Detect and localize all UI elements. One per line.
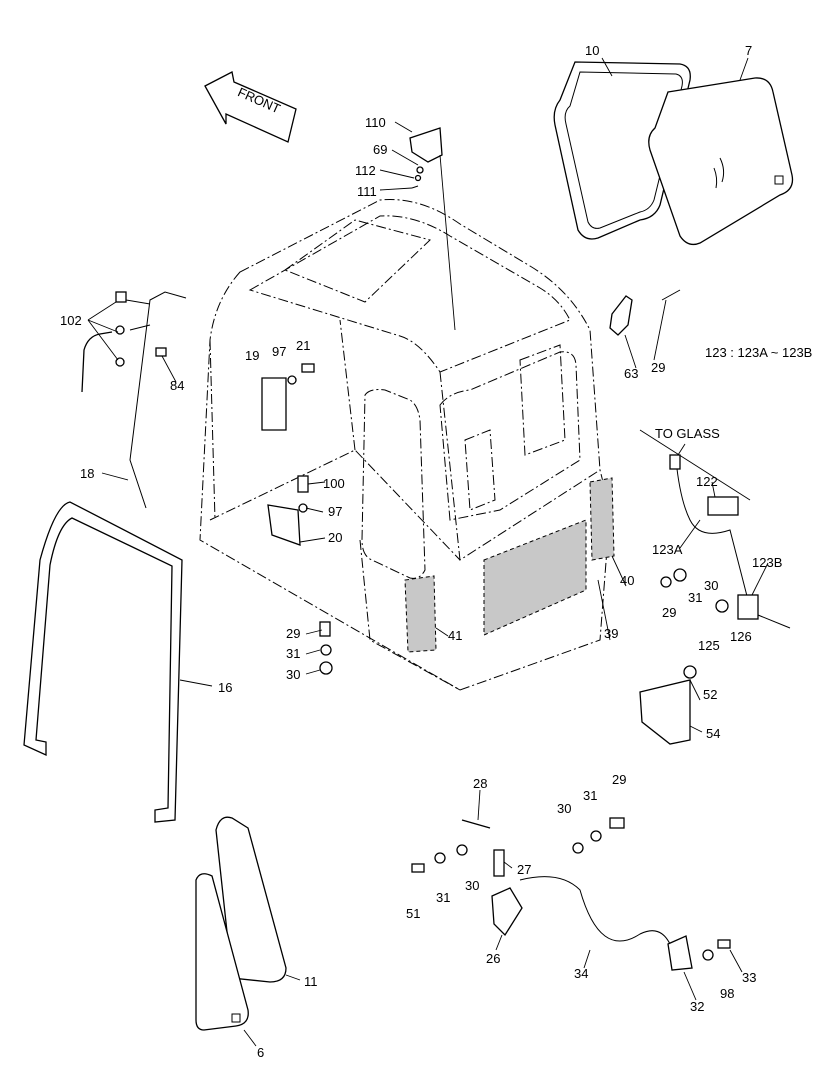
latch-63 [609, 295, 633, 336]
label-34: 34 [574, 966, 588, 981]
window-frame-11 [215, 816, 287, 983]
roof-glass [648, 77, 794, 246]
label-6: 6 [257, 1045, 264, 1060]
label-54: 54 [706, 726, 720, 741]
label-97b: 97 [328, 504, 342, 519]
label-84: 84 [170, 378, 184, 393]
label-112: 112 [355, 163, 376, 178]
label-31d: 31 [436, 890, 450, 905]
handle-19 [261, 363, 315, 431]
label-110: 110 [365, 115, 386, 130]
label-123A: 123A [652, 542, 683, 557]
label-30c: 30 [557, 801, 571, 816]
rod-18 [129, 291, 187, 509]
label-102: 102 [60, 313, 82, 328]
label-27: 27 [517, 862, 531, 877]
label-69: 69 [373, 142, 387, 157]
label-98: 98 [720, 986, 734, 1001]
handle-102 [81, 291, 167, 393]
label-29b: 29 [662, 605, 676, 620]
roof-window-frame [553, 61, 691, 240]
label-31c: 31 [583, 788, 597, 803]
label-126: 126 [730, 629, 752, 644]
label-100: 100 [323, 476, 345, 491]
leader-lines [87, 57, 769, 1047]
front-arrow: FRONT [204, 71, 297, 143]
label-51: 51 [406, 906, 420, 921]
label-29d: 29 [612, 772, 626, 787]
label-40: 40 [620, 573, 634, 588]
shaded-panels [404, 477, 615, 653]
seal-16 [23, 501, 183, 823]
label-18: 18 [80, 466, 94, 481]
label-20: 20 [328, 530, 342, 545]
plate-54 [639, 679, 691, 745]
label-28: 28 [473, 776, 487, 791]
label-39: 39 [604, 626, 618, 641]
label-11: 11 [304, 974, 318, 989]
label-30d: 30 [465, 878, 479, 893]
label-30b: 30 [286, 667, 300, 682]
handle-20 [267, 475, 309, 546]
label-33: 33 [742, 970, 756, 985]
label-32: 32 [690, 999, 704, 1014]
label-30a: 30 [704, 578, 718, 593]
label-29a: 29 [651, 360, 665, 375]
label-125: 125 [698, 638, 720, 653]
label-26: 26 [486, 951, 500, 966]
label-19: 19 [245, 348, 259, 363]
label-10: 10 [585, 43, 599, 58]
label-41: 41 [448, 628, 462, 643]
label-63: 63 [624, 366, 638, 381]
label-31b: 31 [286, 646, 300, 661]
label-16: 16 [218, 680, 232, 695]
wiring-harness-123 [669, 454, 791, 629]
hardware-washers [319, 568, 729, 873]
label-7: 7 [745, 43, 752, 58]
label-to-glass: TO GLASS [655, 426, 720, 441]
label-29c: 29 [286, 626, 300, 641]
label-note: 123 : 123A ~ 123B [705, 345, 812, 360]
label-97a: 97 [272, 344, 286, 359]
label-111: 111 [357, 184, 377, 199]
bracket-110 [409, 127, 443, 189]
glass-6 [195, 873, 249, 1031]
label-52: 52 [703, 687, 717, 702]
label-31a: 31 [688, 590, 702, 605]
label-123B: 123B [752, 555, 782, 570]
label-21: 21 [296, 338, 310, 353]
part-labels: 10 7 110 69 112 111 102 84 19 97 21 63 2… [60, 43, 812, 1060]
knob-52 [683, 665, 697, 679]
cab-body [199, 199, 611, 691]
label-122: 122 [696, 474, 718, 489]
lock-mechanism [461, 819, 731, 971]
